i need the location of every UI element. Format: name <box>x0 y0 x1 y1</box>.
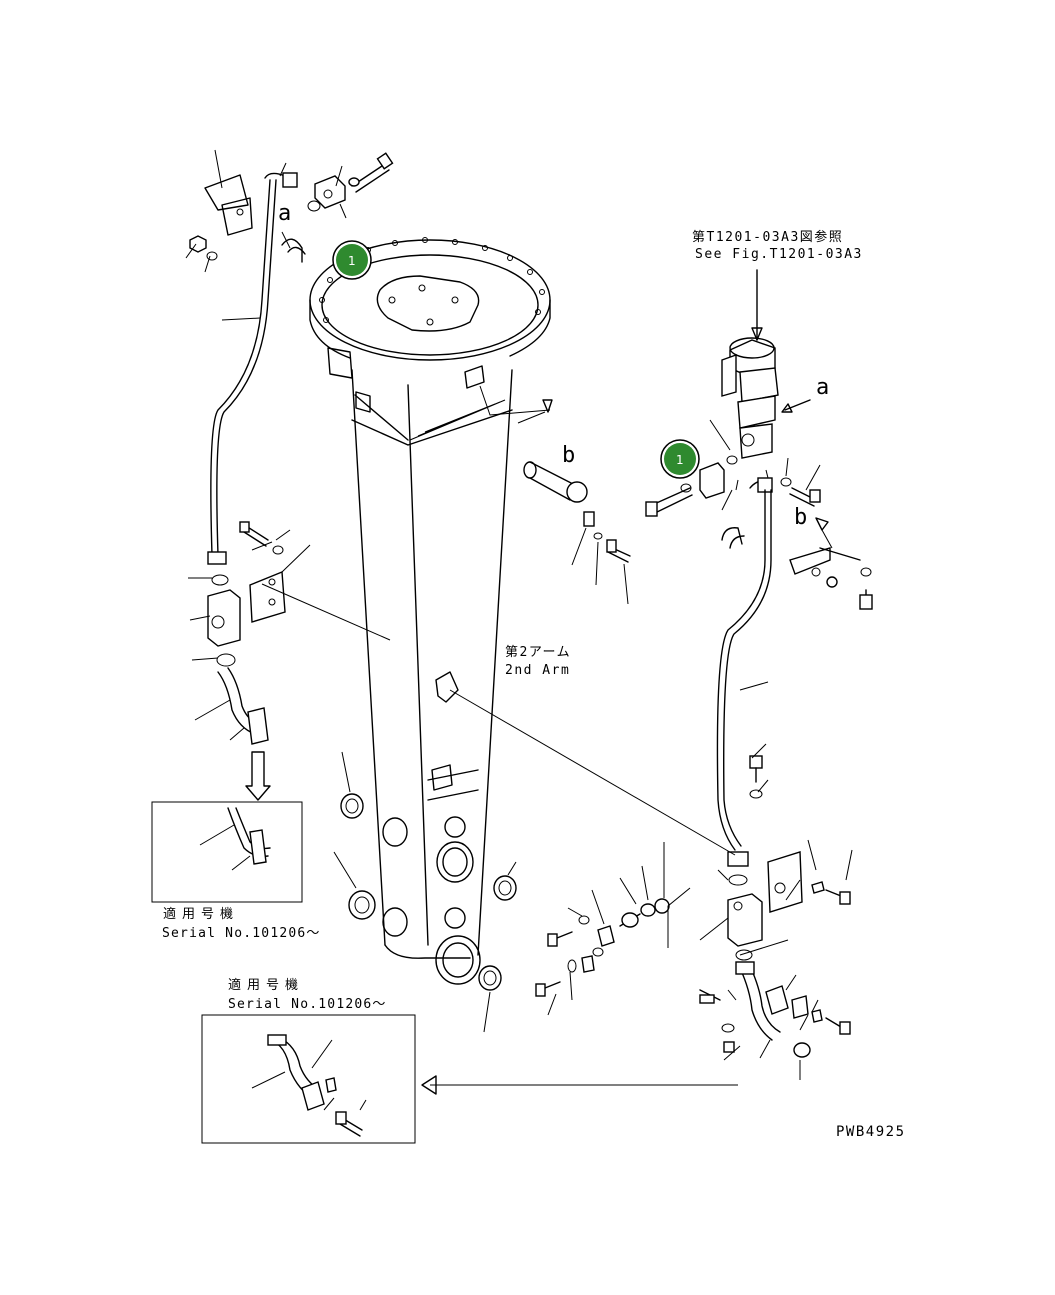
serial-note-2-jp: 適用号機 <box>228 977 304 993</box>
left-pipe-assembly <box>185 149 394 801</box>
arm-label-en: 2nd Arm <box>505 663 570 678</box>
right-valve <box>645 269 821 549</box>
callout-1-top[interactable]: 1 <box>332 240 372 280</box>
b-arrow-right <box>815 517 829 531</box>
reference-jp: 第T1201-03A3図参照 <box>692 229 843 245</box>
inset-left <box>151 801 303 903</box>
serial-note-2-en: Serial No.101206～ <box>228 997 387 1012</box>
drawing-id: PWB4925 <box>836 1124 906 1140</box>
callout-1-right[interactable]: 1 <box>660 439 700 479</box>
callout-1-label: 1 <box>348 254 356 268</box>
view-letter-a-left: a <box>278 201 291 226</box>
view-letter-b-center: b <box>562 443 575 468</box>
b-leader-right <box>821 529 833 549</box>
serial-note-1-jp: 適用号機 <box>163 906 239 922</box>
view-letter-a-right: a <box>816 375 829 400</box>
second-arm <box>309 237 588 985</box>
inset-bottom <box>201 1014 416 1144</box>
view-letter-b-right: b <box>794 505 807 530</box>
arm-label-jp: 第2アーム <box>505 645 571 660</box>
text-labels: 第T1201-03A3図参照 See Fig.T1201-03A3 第2アーム … <box>162 201 906 1140</box>
b-leader <box>479 385 551 424</box>
b-arrow <box>542 399 553 413</box>
reference-en: See Fig.T1201-03A3 <box>695 247 863 262</box>
a-leader <box>281 231 291 249</box>
serial-note-1-en: Serial No.101206～ <box>162 926 321 941</box>
callout-1-label: 1 <box>676 453 684 467</box>
center-pin-parts <box>333 511 691 1033</box>
right-pipe-assembly <box>421 489 873 1095</box>
